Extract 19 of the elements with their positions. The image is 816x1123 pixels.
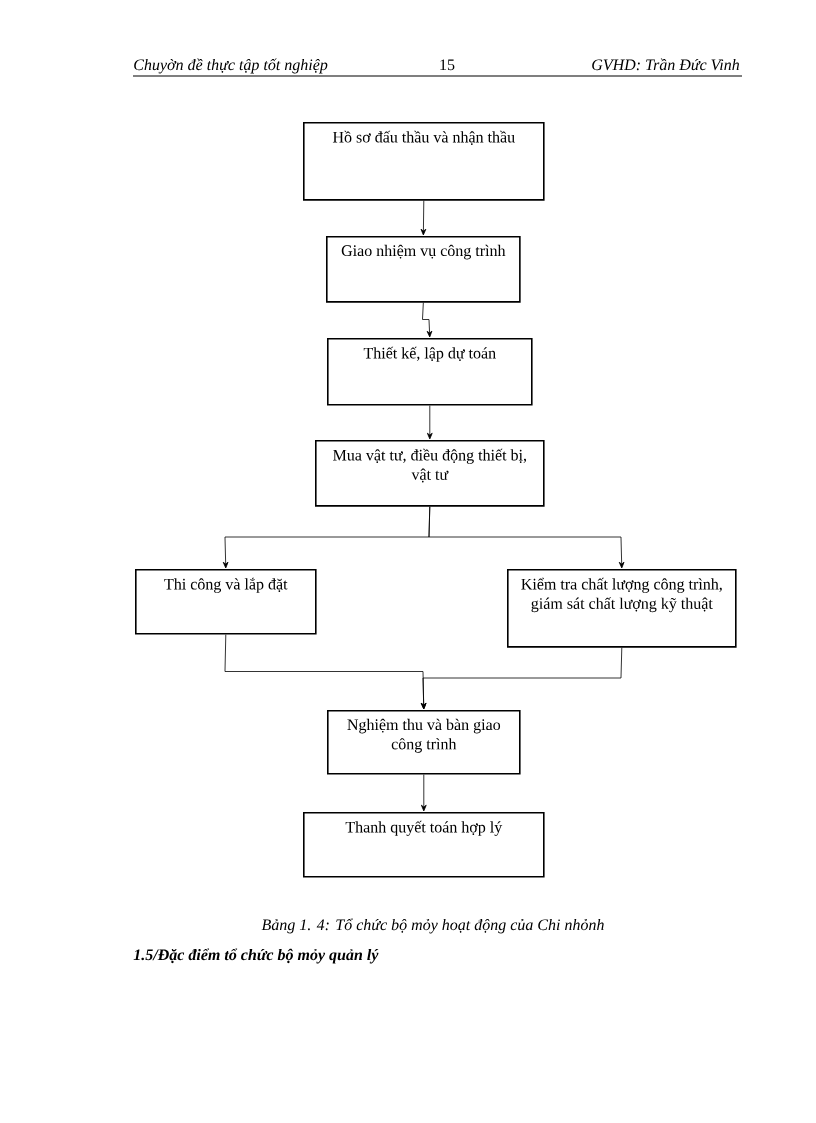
page-number: 15 — [440, 59, 455, 71]
process-box: Nghiệm thu và bàn giao công trình — [327, 710, 521, 775]
process-box: Thanh quyết toán hợp lý — [303, 812, 545, 878]
arrow — [427, 405, 433, 440]
header-text: Chuyờn đề thực tập tốt nghiệp — [134, 58, 328, 74]
section-heading: 1.5/Đặc điểm tổ chức bộ mỏy quản lý — [133, 948, 379, 964]
process-box: Thiết kế, lập dự toán — [327, 338, 533, 406]
header-text: GVHD: Trần Đức Vinh — [592, 58, 740, 71]
arrow — [428, 506, 625, 569]
process-box: Mua vật tư, điều động thiết bị, vật tư — [315, 440, 545, 507]
process-box: Kiểm tra chất lượng công trình, giám sát chất lượng kỹ thuật — [507, 569, 737, 648]
process-box: Thi công và lắp đặt — [135, 569, 317, 635]
process-box: Hồ sơ đấu thầu và nhận thầu — [303, 122, 545, 201]
arrow — [422, 302, 433, 338]
caption: Bảng 1. 4: Tổ chức bộ mỏy hoạt động của Chi nhỏnh — [261, 918, 604, 934]
arrow — [421, 774, 427, 812]
arrow — [420, 647, 623, 710]
process-box: Giao nhiệm vụ công trình — [326, 236, 521, 303]
arrow — [420, 200, 427, 236]
